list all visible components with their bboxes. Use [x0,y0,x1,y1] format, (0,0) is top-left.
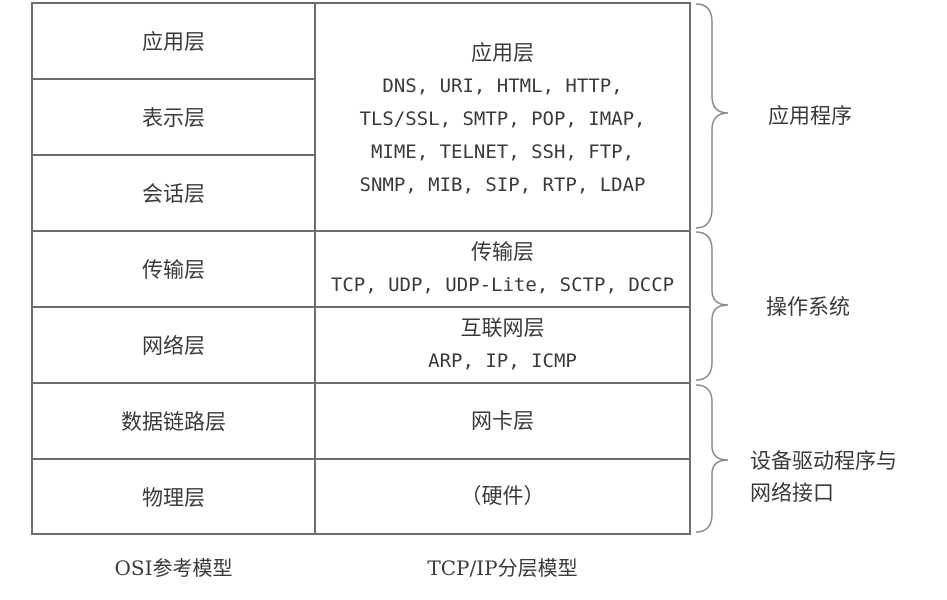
brace-os [695,231,729,381]
osi-layer-label: 网络层 [142,334,205,358]
tcpip-caption: TCP/IP分层模型 [427,556,578,580]
osi-layer-datalink: 数据链路层 [32,383,315,459]
tcpip-layer-title: （硬件） [460,484,545,508]
osi-layer-label: 数据链路层 [121,410,226,434]
osi-caption: OSI参考模型 [114,556,233,580]
protocol-line: DNS, URI, HTML, HTTP, [382,74,623,97]
protocol-line: TLS/SSL, SMTP, POP, IMAP, [359,107,646,130]
tcpip-layer-title: 互联网层 [460,316,545,340]
osi-layer-application: 应用层 [32,3,315,79]
osi-layer-label: 物理层 [142,485,205,510]
protocol-line: MIME, TELNET, SSH, FTP, [370,140,635,163]
protocol-line: SNMP, MIB, SIP, RTP, LDAP [359,173,646,196]
group-label-driver-line1: 设备驱动程序与 [750,449,897,473]
osi-layer-label: 会话层 [142,182,205,206]
protocol-line: TCP, UDP, UDP-Lite, SCTP, DCCP [330,274,675,296]
osi-layer-label: 传输层 [142,258,205,282]
tcpip-internet-layer: 互联网层 ARP, IP, ICMP [315,307,690,383]
tcpip-netcard-layer: 网卡层 [315,383,690,459]
group-label-driver-line2: 网络接口 [750,481,834,505]
group-label-application: 应用程序 [768,104,852,128]
tcpip-layer-title: 应用层 [471,40,534,65]
brace-application [695,3,729,229]
osi-layer-network: 网络层 [32,307,315,383]
osi-layer-label: 表示层 [142,106,205,130]
osi-layer-presentation: 表示层 [32,79,315,155]
tcpip-transport-layer: 传输层 TCP, UDP, UDP-Lite, SCTP, DCCP [315,231,690,307]
outer-frame [31,2,691,535]
osi-layer-session: 会话层 [32,155,315,231]
tcpip-hardware-layer: （硬件） [315,459,690,534]
osi-layer-transport: 传输层 [32,231,315,307]
osi-layer-label: 应用层 [142,30,205,54]
tcpip-layer-title: 网卡层 [471,408,534,433]
protocol-line: ARP, IP, ICMP [428,350,577,372]
osi-layer-physical: 物理层 [32,459,315,534]
group-label-os: 操作系统 [766,295,850,319]
tcpip-application-layer: 应用层 DNS, URI, HTML, HTTP, TLS/SSL, SMTP,… [315,3,690,231]
tcpip-layer-title: 传输层 [471,240,534,264]
brace-driver [695,384,729,533]
